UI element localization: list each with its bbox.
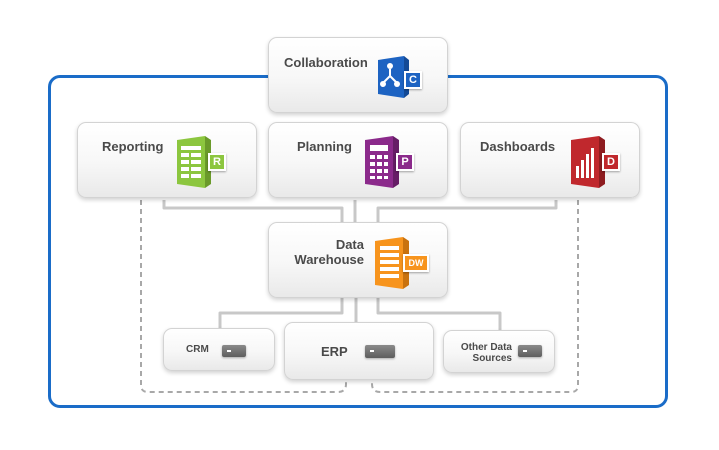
collaboration-label: Collaboration	[284, 55, 368, 70]
erp-card[interactable]: ERP	[284, 322, 434, 380]
other-label-line1: Other Data	[460, 342, 512, 353]
connector-top-right	[376, 200, 558, 222]
planning-card[interactable]: Planning P	[268, 122, 448, 198]
erp-label: ERP	[321, 344, 348, 359]
connector-bottom-left	[218, 297, 344, 328]
dashboards-card[interactable]: Dashboards D	[460, 122, 640, 198]
network-people-icon: C	[376, 54, 426, 100]
bar-chart-icon: D	[569, 136, 629, 188]
database-stack-icon: DW	[373, 237, 437, 289]
reporting-card[interactable]: Reporting R	[77, 122, 257, 198]
server-icon	[518, 345, 542, 357]
dashboards-badge: D	[602, 153, 620, 171]
connector-bottom-right	[376, 297, 502, 330]
other-data-sources-card[interactable]: Other Data Sources	[443, 330, 555, 373]
warehouse-label-line1: Data	[335, 237, 364, 252]
calculator-icon: P	[363, 136, 423, 188]
warehouse-label-line2: Warehouse	[294, 252, 364, 267]
other-label: Other Data Sources	[452, 342, 512, 364]
reporting-badge: R	[208, 153, 226, 171]
server-icon	[222, 345, 246, 357]
planning-label: Planning	[297, 139, 352, 154]
warehouse-badge: DW	[403, 254, 429, 272]
dashboards-label: Dashboards	[480, 139, 556, 154]
dashed-loop-left	[140, 200, 347, 393]
server-icon	[365, 345, 395, 358]
spreadsheet-icon: R	[175, 136, 235, 188]
connector-top-left	[162, 200, 344, 222]
collaboration-card[interactable]: Collaboration C	[268, 37, 448, 113]
dashed-loop-right	[371, 200, 579, 393]
reporting-label: Reporting	[102, 139, 164, 154]
crm-label: CRM	[186, 344, 209, 355]
crm-card[interactable]: CRM	[163, 328, 275, 371]
collaboration-badge: C	[404, 71, 422, 89]
other-label-line2: Sources	[472, 353, 512, 364]
data-warehouse-card[interactable]: Data Warehouse DW	[268, 222, 448, 298]
warehouse-label: Data Warehouse	[279, 237, 364, 267]
planning-badge: P	[396, 153, 414, 171]
